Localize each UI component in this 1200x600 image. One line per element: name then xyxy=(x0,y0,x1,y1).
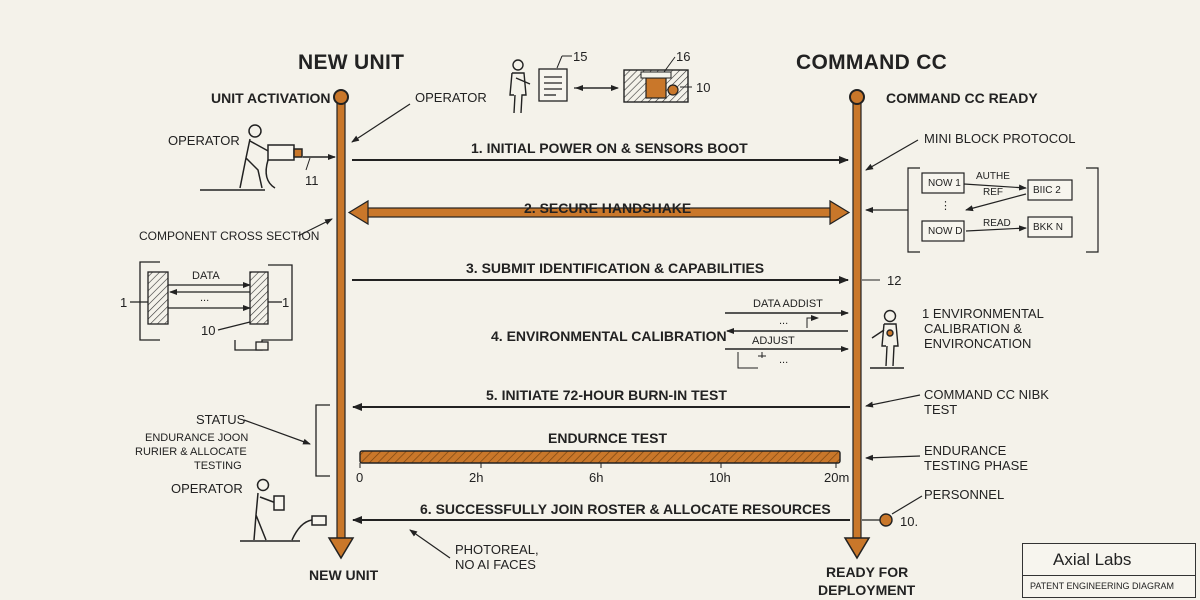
mini-block-protocol-diagram xyxy=(907,167,1099,253)
ref-15: 15 xyxy=(573,49,588,64)
operator-label-bottom: OPERATOR xyxy=(171,481,243,496)
ref-10-top: 10 xyxy=(696,80,711,95)
protocol-bkn: BKK N xyxy=(1033,222,1064,233)
dots-b: ... xyxy=(779,354,789,366)
endurance-tick-label: 2h xyxy=(469,470,484,485)
endurance-tick-label: 10h xyxy=(709,470,731,485)
right-lifeline xyxy=(843,89,871,560)
left-lifeline xyxy=(327,89,355,560)
cc-nbk-note-2: TEST xyxy=(924,402,958,417)
cs-ref-right: 1 xyxy=(282,295,290,310)
endurance-tick-label: 6h xyxy=(589,470,604,485)
cs-dots: ... xyxy=(200,292,210,304)
brand-divider xyxy=(1023,575,1195,576)
cc-nbk-note-1: COMMAND CC NIBK xyxy=(924,387,1049,402)
protocol-label: MINI BLOCK PROTOCOL xyxy=(924,131,1076,146)
protocol-authe: AUTHE xyxy=(976,171,1010,182)
right-bottom-label-1: READY FOR xyxy=(826,564,909,580)
protocol-bic2: BIIC 2 xyxy=(1033,185,1061,196)
message-label-1: 1. INITIAL POWER ON & SENSORS BOOT xyxy=(471,140,748,156)
brand-box: Axial Labs PATENT ENGINEERING DIAGRAM xyxy=(1022,543,1196,598)
endurance-tick-label: 20m xyxy=(824,470,850,485)
cross-section-label: COMPONENT CROSS SECTION xyxy=(139,229,320,243)
operator-with-tablet-icon xyxy=(240,478,327,542)
hardware-block-icon xyxy=(623,56,692,103)
right-bottom-label-2: DEPLOYMENT xyxy=(818,582,916,598)
endurance-bar-title: ENDURNCE TEST xyxy=(548,430,668,446)
ref-10-right: 10. xyxy=(900,514,919,529)
status-note-3: TESTING xyxy=(194,460,242,472)
ref-11: 11 xyxy=(305,173,319,188)
status-label: STATUS xyxy=(196,412,246,427)
operator-figure-top xyxy=(509,59,531,114)
personnel-label: PERSONNEL xyxy=(924,487,1005,502)
message-label-4: 4. ENVIRONMENTAL CALIBRATION xyxy=(491,328,727,344)
brand-name: Axial Labs xyxy=(1053,550,1132,569)
left-bottom-label: NEW UNIT xyxy=(309,567,379,583)
operator-with-device-icon xyxy=(200,124,336,191)
ref-16: 16 xyxy=(676,49,691,64)
endurance-phase-note-2: TESTING PHASE xyxy=(924,458,1029,473)
data-addist-label: DATA ADDIST xyxy=(753,298,823,310)
protocol-read: READ xyxy=(983,218,1011,229)
component-cross-section xyxy=(130,261,293,351)
message-label-2: 2. SECURE HANDSHAKE xyxy=(524,200,692,216)
env-note-2: CALIBRATION & xyxy=(924,321,1023,336)
photoreal-note-2: NO AI FACES xyxy=(455,557,536,572)
operator-label-top: OPERATOR xyxy=(415,90,487,105)
dots-a: ... xyxy=(779,315,789,327)
personnel-figure-right xyxy=(870,309,904,369)
protocol-now1: NOW 1 xyxy=(928,178,961,189)
message-label-6: 6. SUCCESSFULLY JOIN ROSTER & ALLOCATE R… xyxy=(420,501,831,517)
endurance-tick-label: 0 xyxy=(356,470,364,485)
left-lifeline-title: NEW UNIT xyxy=(298,51,405,74)
status-note-2: RURIER & ALLOCATE xyxy=(135,446,247,458)
protocol-ref: REF xyxy=(983,187,1003,198)
endurance-phase-note-1: ENDURANCE xyxy=(924,443,1007,458)
ref-12: 12 xyxy=(887,273,902,288)
calibration-arrows xyxy=(725,310,849,369)
message-label-3: 3. SUBMIT IDENTIFICATION & CAPABILITIES xyxy=(466,260,765,276)
message-arrow-2 xyxy=(347,199,851,226)
message-label-5: 5. INITIATE 72-HOUR BURN-IN TEST xyxy=(486,387,727,403)
env-note-3: ENVIRONCATION xyxy=(924,336,1032,351)
document-icon xyxy=(538,68,568,102)
photoreal-note-1: PHOTOREAL, xyxy=(455,542,539,557)
operator-label-left: OPERATOR xyxy=(168,133,240,148)
env-note-1: 1 ENVIRONMENTAL xyxy=(922,306,1044,321)
cs-data-label: DATA xyxy=(192,270,220,282)
right-top-label: COMMAND CC READY xyxy=(886,90,1038,106)
cs-ref-10: 10 xyxy=(201,323,216,338)
cs-ref-left: 1 xyxy=(120,295,128,310)
brand-tagline: PATENT ENGINEERING DIAGRAM xyxy=(1030,581,1175,591)
left-top-label: UNIT ACTIVATION xyxy=(211,90,331,106)
status-note-1: ENDURANCE JOON xyxy=(145,432,249,444)
endurance-bar-ticks xyxy=(359,463,837,468)
adjust-label: ADJUST xyxy=(752,335,795,347)
protocol-dots: ⋮ xyxy=(940,200,951,212)
right-lifeline-title: COMMAND CC xyxy=(796,51,948,74)
protocol-nowd: NOW D xyxy=(928,226,963,237)
endurance-bar xyxy=(359,450,841,464)
